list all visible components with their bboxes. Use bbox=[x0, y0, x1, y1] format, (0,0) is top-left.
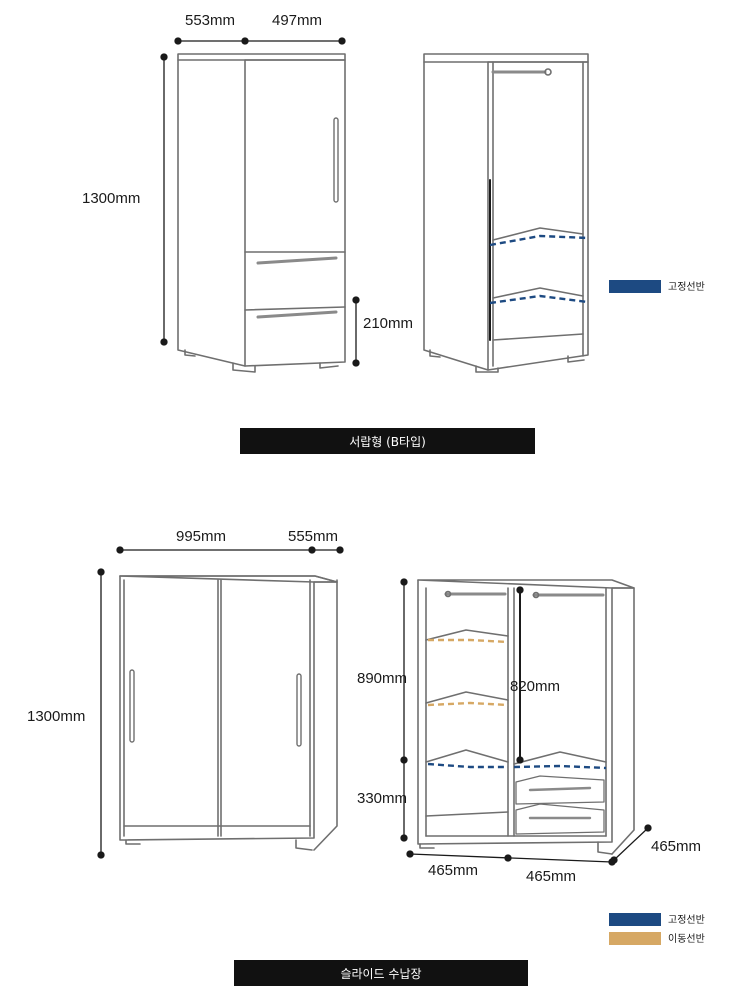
fixed-shelf-marker bbox=[489, 234, 589, 247]
dim-base-right: 465mm bbox=[526, 868, 576, 885]
fixed-shelf-marker bbox=[427, 762, 508, 769]
legend-top: 고정선반 bbox=[609, 280, 705, 293]
drawer-wardrobe-closed bbox=[177, 53, 346, 373]
legend-swatch-fixed bbox=[609, 280, 661, 293]
sliding-cabinet-closed bbox=[119, 575, 338, 851]
dim-cabinet-width: 995mm bbox=[176, 528, 226, 545]
legend-swatch-movable bbox=[609, 932, 661, 945]
banner-title: 슬라이드 수납장 bbox=[340, 966, 422, 981]
drawer-wardrobe-interior bbox=[423, 53, 589, 373]
dim-base-left: 465mm bbox=[428, 862, 478, 879]
movable-shelf-marker bbox=[427, 701, 509, 707]
dim-width-right: 497mm bbox=[272, 12, 322, 29]
legend-label-fixed: 고정선반 bbox=[668, 281, 705, 293]
dim-lower-height: 330mm bbox=[357, 790, 407, 807]
fixed-shelf-marker bbox=[513, 764, 607, 770]
dimension-labels: 553mm 497mm 1300mm 210mm 995mm 555mm 130… bbox=[27, 12, 701, 885]
legend-bottom: 고정선반 이동선반 bbox=[609, 913, 705, 945]
fixed-shelf-marker bbox=[489, 294, 589, 305]
dimension-lines bbox=[97, 37, 652, 866]
legend-label-fixed: 고정선반 bbox=[668, 914, 705, 926]
section-banner-drawer-type: 서랍형 (B타입) bbox=[240, 428, 535, 454]
dim-width-left: 553mm bbox=[185, 12, 235, 29]
banner-title: 서랍형 (B타입) bbox=[349, 434, 426, 449]
shelf-markers bbox=[427, 234, 607, 770]
dim-inner-height: 820mm bbox=[510, 678, 560, 695]
dim-upper-height: 890mm bbox=[357, 670, 407, 687]
dim-drawer-height: 210mm bbox=[363, 315, 413, 332]
legend-swatch-fixed bbox=[609, 913, 661, 926]
sliding-cabinet-interior bbox=[417, 579, 635, 855]
dim-cabinet-height: 1300mm bbox=[27, 708, 85, 725]
section-banner-sliding-cabinet: 슬라이드 수납장 bbox=[234, 960, 528, 986]
movable-shelf-marker bbox=[428, 638, 509, 644]
legend-label-movable: 이동선반 bbox=[668, 933, 705, 945]
dim-side-depth: 465mm bbox=[651, 838, 701, 855]
dim-cabinet-depth: 555mm bbox=[288, 528, 338, 545]
dim-height: 1300mm bbox=[82, 190, 140, 207]
